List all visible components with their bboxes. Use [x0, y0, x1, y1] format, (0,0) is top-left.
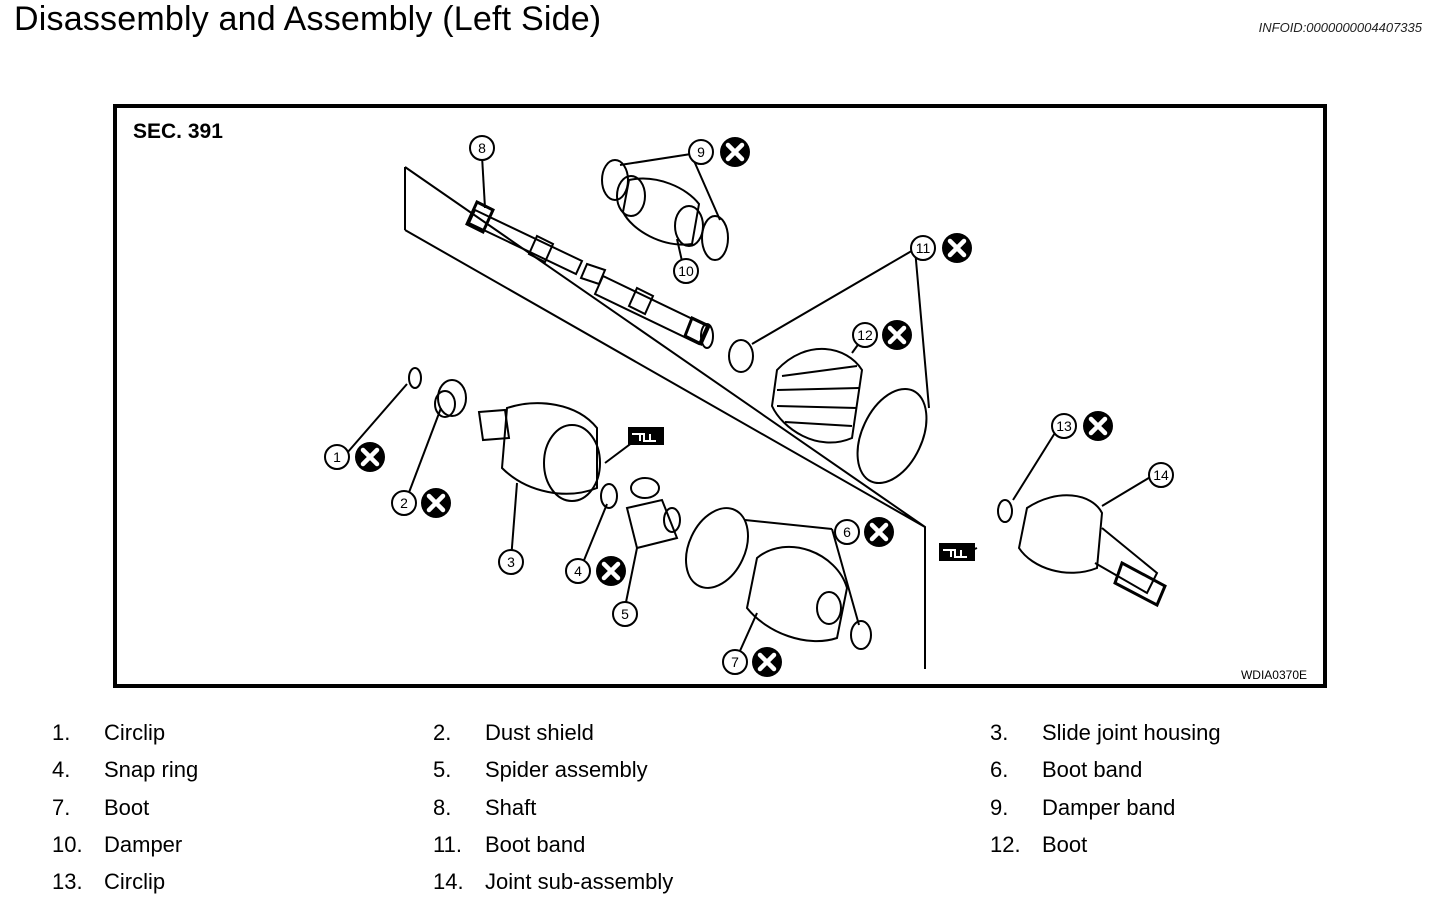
callout-6: 6 [834, 517, 894, 547]
callout-8: 8 [469, 135, 495, 161]
svg-text:4: 4 [574, 563, 582, 579]
info-id: INFOID:0000000004407335 [1258, 20, 1422, 35]
svg-text:10: 10 [678, 263, 694, 279]
callout-3: 3 [498, 549, 524, 575]
svg-text:1: 1 [333, 449, 341, 465]
page-title: Disassembly and Assembly (Left Side) [14, 0, 602, 38]
callout-7: 7 [722, 647, 782, 677]
svg-text:6: 6 [843, 524, 851, 540]
svg-text:7: 7 [731, 654, 739, 670]
callout-4: 4 [565, 556, 626, 586]
callout-2: 2 [391, 488, 451, 518]
callout-14: 14 [1148, 462, 1174, 488]
svg-text:9: 9 [697, 144, 705, 160]
svg-text:8: 8 [478, 140, 486, 156]
svg-text:3: 3 [507, 554, 515, 570]
callout-13: 13 [1051, 411, 1113, 441]
section-label: SEC. 391 [133, 120, 223, 143]
callout-11: 11 [910, 233, 972, 263]
svg-text:12: 12 [857, 327, 873, 343]
diagram-drawing: 8 9 10 11 12 13 14 1 2 3 4 5 6 7 [324, 108, 1174, 684]
figure-id: WDIA0370E [1240, 668, 1307, 682]
svg-text:13: 13 [1056, 418, 1072, 434]
grease-symbol-icon [627, 426, 665, 446]
grease-symbol-icon [938, 542, 976, 562]
callout-12: 12 [852, 320, 912, 350]
svg-text:5: 5 [621, 606, 629, 622]
exploded-diagram: 8 9 10 11 12 13 14 1 2 3 4 5 6 7 SEC. 39… [113, 104, 1327, 688]
svg-text:11: 11 [916, 240, 931, 256]
callout-10: 10 [673, 258, 699, 284]
svg-text:14: 14 [1153, 467, 1169, 483]
callout-9: 9 [688, 137, 750, 167]
callout-5: 5 [612, 601, 638, 627]
callout-1: 1 [324, 442, 385, 472]
svg-text:2: 2 [400, 495, 408, 511]
